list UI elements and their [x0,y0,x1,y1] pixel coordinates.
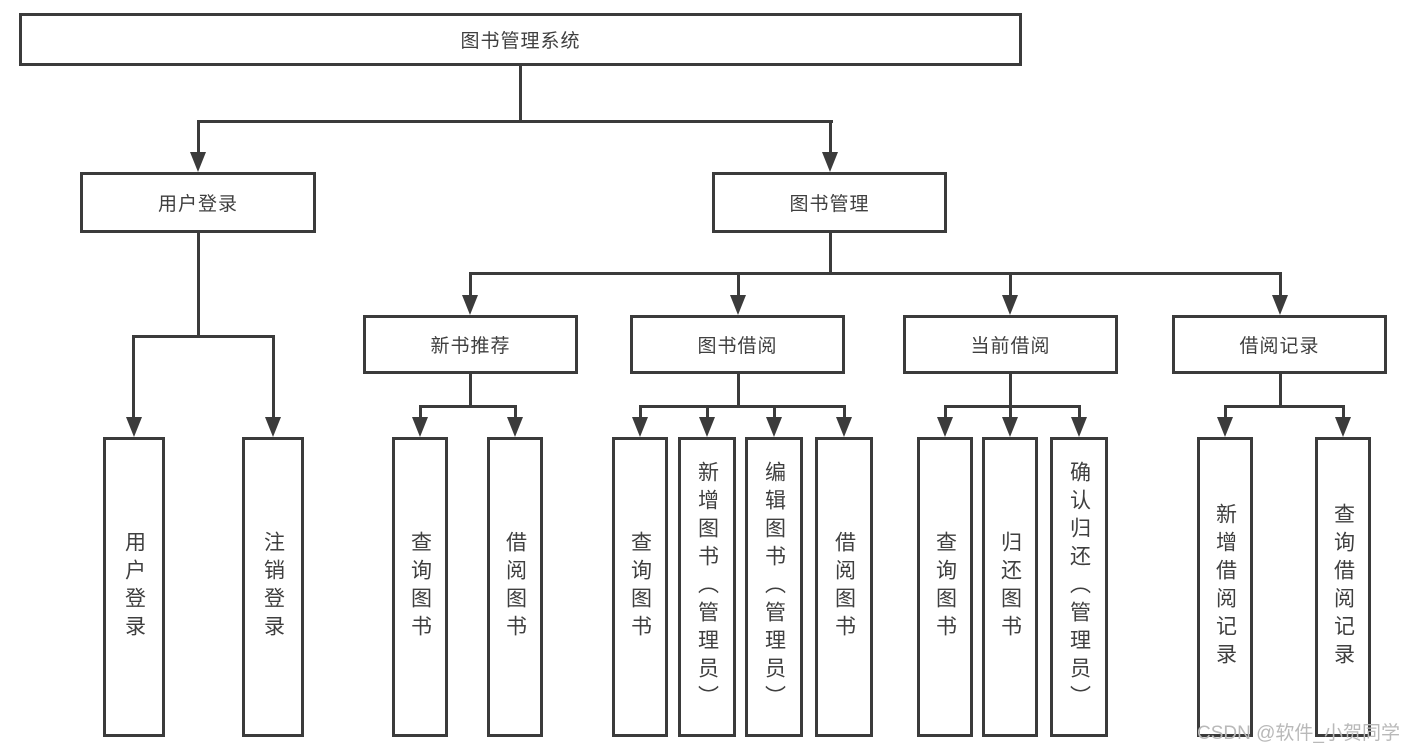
connector-level2-rail [197,120,833,123]
connector-drop-leaf-user-login [132,335,135,419]
connector-drop-borrowing-records [1279,272,1282,298]
connector-drop-current-borrowing [1009,272,1012,298]
leaf-label: 注销登录 [261,531,285,643]
node-label: 新书推荐 [430,336,511,357]
leaf-label: 确认归还（管理员） [1067,461,1091,713]
connector-book-borrowing-rail [639,405,846,408]
leaf-label: 查询图书 [933,531,957,643]
leaf-label: 查询借阅记录 [1331,503,1355,671]
connector-borrowing-records-stem [1279,372,1282,408]
leaf-add-borrow-record: 新增借阅记录 [1197,437,1253,737]
arrowhead-current-borrowing [1002,295,1018,315]
arrowhead-book-borrowing [730,295,746,315]
leaf-label: 借阅图书 [832,531,856,643]
leaf-query-borrow-record: 查询借阅记录 [1315,437,1371,737]
connector-root-stem [519,64,522,122]
connector-drop [1342,405,1345,420]
connector-drop [514,405,517,420]
leaf-query-books-recommend: 查询图书 [392,437,448,737]
leaf-query-books-borrowing: 查询图书 [612,437,668,737]
connector-borrowing-records-rail [1224,405,1345,408]
connector-level3-rail [469,272,1282,275]
arrowhead-leaf [699,417,715,437]
leaf-borrow-books-borrowing: 借阅图书 [815,437,873,737]
connector-drop-new-book [469,272,472,298]
leaf-edit-books-admin: 编辑图书（管理员） [745,437,803,737]
arrowhead-user-login [190,152,206,172]
leaf-label: 查询图书 [628,531,652,643]
node-current-borrowing: 当前借阅 [903,315,1118,374]
connector-new-book-stem [469,372,472,408]
node-label: 借阅记录 [1239,336,1320,357]
arrowhead-leaf [1217,417,1233,437]
connector-drop-user-login [197,120,200,154]
leaf-label: 新增借阅记录 [1213,503,1237,671]
arrowhead-new-book [462,295,478,315]
connector-drop-book-borrowing [737,272,740,298]
connector-drop [944,405,947,420]
arrowhead-leaf [1002,417,1018,437]
leaf-label: 新增图书（管理员） [695,461,719,713]
connector-drop [639,405,642,420]
connector-drop [1009,405,1012,420]
leaf-label: 编辑图书（管理员） [762,461,786,713]
connector-current-borrowing-stem [1009,372,1012,408]
leaf-query-books-current: 查询图书 [917,437,973,737]
node-library-management-system: 图书管理系统 [19,13,1022,66]
node-borrowing-records: 借阅记录 [1172,315,1387,374]
connector-book-management-stem [829,231,832,275]
arrowhead-leaf [937,417,953,437]
leaf-user-login: 用户登录 [103,437,165,737]
arrowhead-leaf [766,417,782,437]
connector-drop [419,405,422,420]
arrowhead-leaf [1071,417,1087,437]
arrowhead-leaf-user-login [126,417,142,437]
connector-drop [1078,405,1081,420]
node-label: 用户登录 [157,194,238,215]
arrowhead-book-management [822,152,838,172]
leaf-label: 用户登录 [122,531,146,643]
arrowhead-leaf [836,417,852,437]
node-user-login: 用户登录 [80,172,316,233]
connector-current-borrowing-rail [944,405,1081,408]
arrowhead-leaf [507,417,523,437]
connector-drop-book-management [829,120,832,154]
node-label: 图书管理系统 [460,31,581,52]
arrowhead-leaf [632,417,648,437]
leaf-label: 归还图书 [998,531,1022,643]
arrowhead-borrowing-records [1272,295,1288,315]
node-new-book-recommendation: 新书推荐 [363,315,578,374]
csdn-watermark: CSDN @软件_小贺同学 [1197,723,1400,744]
leaf-label: 查询图书 [408,531,432,643]
connector-drop [843,405,846,420]
connector-drop [1224,405,1227,420]
arrowhead-leaf [1335,417,1351,437]
node-label: 图书借阅 [697,336,778,357]
leaf-borrow-books-recommend: 借阅图书 [487,437,543,737]
connector-new-book-rail [419,405,517,408]
arrowhead-leaf-logout [265,417,281,437]
node-label: 当前借阅 [970,336,1051,357]
connector-drop [773,405,776,420]
node-book-borrowing: 图书借阅 [630,315,845,374]
connector-drop-leaf-logout [272,335,275,419]
leaf-logout: 注销登录 [242,437,304,737]
leaf-add-books-admin: 新增图书（管理员） [678,437,736,737]
connector-user-login-stem [197,231,200,338]
node-book-management: 图书管理 [712,172,947,233]
connector-book-borrowing-stem [737,372,740,408]
leaf-confirm-return-admin: 确认归还（管理员） [1050,437,1108,737]
arrowhead-leaf [412,417,428,437]
connector-user-login-rail [132,335,275,338]
connector-drop [706,405,709,420]
node-label: 图书管理 [789,194,870,215]
leaf-label: 借阅图书 [503,531,527,643]
leaf-return-books: 归还图书 [982,437,1038,737]
